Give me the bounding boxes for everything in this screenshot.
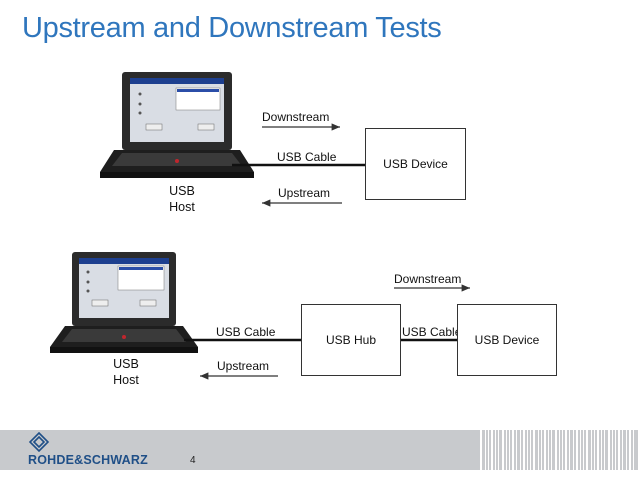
footer-stripe — [512, 430, 514, 470]
page-number: 4 — [190, 455, 196, 466]
cable-label-bottom-2: USB Cable — [402, 325, 462, 339]
footer-stripe — [502, 430, 504, 470]
footer-stripe — [562, 430, 563, 470]
footer-stripe — [541, 430, 542, 470]
footer-stripe — [591, 430, 592, 470]
footer-stripe — [520, 430, 521, 470]
footer-stripe — [488, 430, 489, 470]
footer-stripe — [604, 430, 605, 470]
brand-logo-text: ROHDE&SCHWARZ — [28, 453, 148, 467]
footer-stripe — [544, 430, 546, 470]
usb-test-diagram — [50, 72, 470, 380]
slide-title: Upstream and Downstream Tests — [22, 12, 442, 44]
usb-host-label-bottom: USB Host — [104, 356, 148, 388]
footer-stripe — [506, 430, 507, 470]
laptop-icon-bottom — [50, 252, 198, 353]
host-line2-bottom: Host — [113, 373, 139, 387]
footer-stripe — [555, 430, 557, 470]
host-line2-top: Host — [169, 200, 195, 214]
footer-stripe — [480, 430, 482, 470]
footer-stripe — [565, 430, 567, 470]
footer-stripe — [586, 430, 588, 470]
footer-stripe — [597, 430, 599, 470]
footer-stripe — [618, 430, 620, 470]
footer-stripe — [576, 430, 578, 470]
footer-stripe — [569, 430, 570, 470]
usb-hub-label: USB Hub — [325, 333, 377, 347]
footer-stripe — [495, 430, 496, 470]
footer-stripes — [480, 430, 634, 470]
cable-label-bottom-1: USB Cable — [216, 325, 276, 339]
usb-device-box-top: USB Device — [365, 128, 466, 200]
downstream-label-bottom: Downstream — [394, 272, 462, 286]
usb-device-label-bottom: USB Device — [474, 333, 540, 347]
usb-device-box-bottom: USB Device — [457, 304, 557, 376]
footer-stripe — [485, 430, 486, 470]
footer-stripe — [629, 430, 631, 470]
footer-stripe — [491, 430, 493, 470]
footer-stripe — [580, 430, 581, 470]
footer-stripe — [622, 430, 623, 470]
footer-stripe — [612, 430, 613, 470]
host-line1-top: USB — [169, 184, 195, 198]
footer-stripe — [516, 430, 517, 470]
footer-stripe — [601, 430, 602, 470]
footer-stripe — [551, 430, 552, 470]
footer-stripe — [573, 430, 574, 470]
footer-stripe — [530, 430, 531, 470]
footer-stripe — [559, 430, 560, 470]
footer-stripe — [533, 430, 535, 470]
usb-hub-box: USB Hub — [301, 304, 401, 376]
host-line1-bottom: USB — [113, 357, 139, 371]
downstream-label-top: Downstream — [262, 110, 330, 124]
upstream-label-bottom: Upstream — [217, 359, 270, 373]
footer-stripe — [626, 430, 627, 470]
laptop-icon-top — [100, 72, 254, 178]
footer-stripe — [548, 430, 549, 470]
footer-stripe — [583, 430, 584, 470]
footer-stripe — [523, 430, 525, 470]
upstream-label-top: Upstream — [278, 186, 331, 200]
footer-stripe — [633, 430, 634, 470]
footer-stripe — [509, 430, 510, 470]
footer-stripe — [538, 430, 539, 470]
footer-stripe — [527, 430, 528, 470]
usb-host-label-top: USB Host — [160, 183, 204, 215]
footer-stripe — [615, 430, 616, 470]
footer-stripe — [498, 430, 499, 470]
footer-bar — [0, 430, 638, 470]
rohde-schwarz-logo-icon — [28, 432, 50, 452]
footer-stripe — [608, 430, 610, 470]
usb-device-label-top: USB Device — [383, 157, 448, 171]
cable-label-top: USB Cable — [277, 150, 337, 164]
footer-stripe — [594, 430, 595, 470]
